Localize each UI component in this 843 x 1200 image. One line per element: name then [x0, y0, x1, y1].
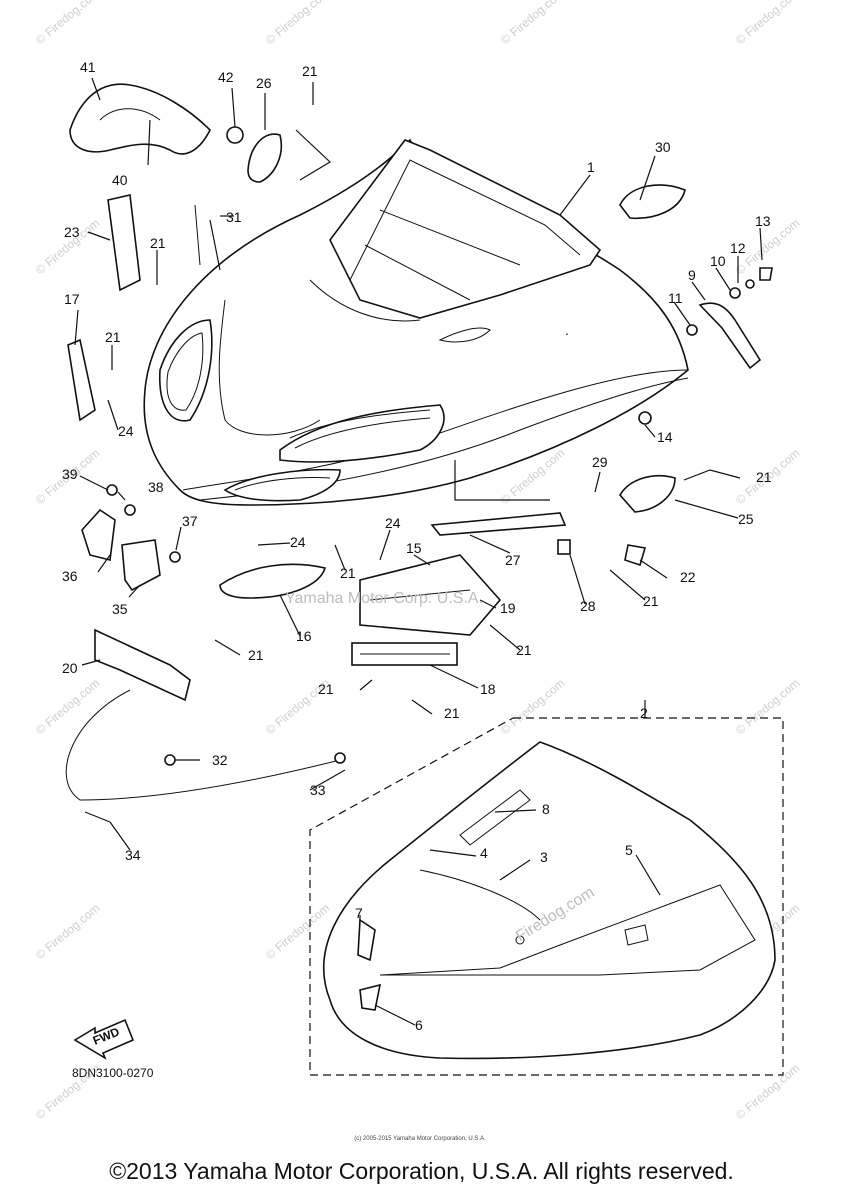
callout-2: 2	[640, 705, 648, 721]
watermark-16: © Firedog.com	[33, 901, 102, 962]
watermark-3: © Firedog.com	[733, 0, 802, 47]
hood-part-1: .	[143, 138, 689, 506]
callout-29: 29	[592, 454, 608, 470]
callout-21: 21	[302, 63, 318, 79]
callout-21-extra-3: 21	[340, 565, 356, 581]
callout-37: 37	[182, 513, 198, 529]
callout-28: 28	[580, 598, 596, 614]
callout-17: 17	[64, 291, 80, 307]
watermark-14: © Firedog.com	[498, 676, 567, 737]
callout-7: 7	[355, 905, 363, 921]
callout-1: 1	[587, 159, 595, 175]
callout-24-extra-10: 24	[385, 515, 401, 531]
callout-21-extra-1: 21	[105, 329, 121, 345]
callout-22: 22	[680, 569, 696, 585]
callout-42: 42	[218, 69, 234, 85]
callout-8: 8	[542, 801, 550, 817]
callout-11: 11	[668, 290, 683, 306]
callout-24: 24	[118, 423, 134, 439]
callout-4: 4	[480, 845, 488, 861]
callout-33: 33	[310, 782, 326, 798]
callout-18: 18	[480, 681, 496, 697]
callout-40: 40	[112, 172, 128, 188]
callout-21-extra-5: 21	[516, 642, 532, 658]
callout-5: 5	[625, 842, 633, 858]
callout-21-extra-4: 21	[248, 647, 264, 663]
lower-cover-part-2	[309, 717, 784, 1076]
callout-19: 19	[500, 600, 516, 616]
watermark-15: © Firedog.com	[733, 676, 802, 737]
center-watermark: Yamaha Motor Corp. U.S.A.	[285, 590, 483, 607]
callout-36: 36	[62, 568, 78, 584]
watermark-12: © Firedog.com	[33, 676, 102, 737]
callout-27: 27	[505, 552, 521, 568]
callout-41: 41	[80, 59, 96, 75]
callout-6: 6	[415, 1017, 423, 1033]
small-print: (c) 2005-2015 Yamaha Motor Corporation, …	[354, 1136, 486, 1142]
watermark-0: © Firedog.com	[33, 0, 102, 47]
callout-3: 3	[540, 849, 548, 865]
callout-30: 30	[655, 139, 671, 155]
callout-21-extra-7: 21	[444, 705, 460, 721]
watermark-17: © Firedog.com	[263, 901, 332, 962]
leader-lines	[74, 77, 763, 1026]
callout-34: 34	[125, 847, 141, 863]
watermark-2: © Firedog.com	[498, 0, 567, 47]
callout-31: 31	[226, 209, 242, 225]
callout-9: 9	[688, 267, 696, 283]
watermark-1: © Firedog.com	[263, 0, 332, 47]
diagram-code: 8DN3100-0270	[72, 1066, 154, 1080]
callout-21-extra-6: 21	[318, 681, 334, 697]
callout-35: 35	[112, 601, 128, 617]
callout-21-extra-8: 21	[643, 593, 659, 609]
callout-24-extra-9: 24	[290, 534, 306, 550]
callout-12: 12	[730, 240, 746, 256]
callout-13: 13	[755, 213, 771, 229]
copyright-footer: ©2013 Yamaha Motor Corporation, U.S.A. A…	[109, 1158, 734, 1184]
callout-20: 20	[62, 660, 78, 676]
callout-21-extra-0: 21	[150, 235, 166, 251]
svg-text:.: .	[565, 322, 569, 338]
callout-23: 23	[64, 224, 80, 240]
callout-32: 32	[212, 752, 228, 768]
callout-21-extra-2: 21	[756, 469, 772, 485]
callout-38: 38	[148, 479, 164, 495]
callout-16: 16	[296, 628, 312, 644]
callout-14: 14	[657, 429, 673, 445]
watermark-21: © Firedog.com	[733, 1061, 802, 1122]
small-parts	[65, 83, 773, 1060]
callout-26: 26	[256, 75, 272, 91]
callout-25: 25	[738, 511, 754, 527]
callout-15: 15	[406, 540, 422, 556]
callout-10: 10	[710, 253, 726, 269]
callout-39: 39	[62, 466, 78, 482]
